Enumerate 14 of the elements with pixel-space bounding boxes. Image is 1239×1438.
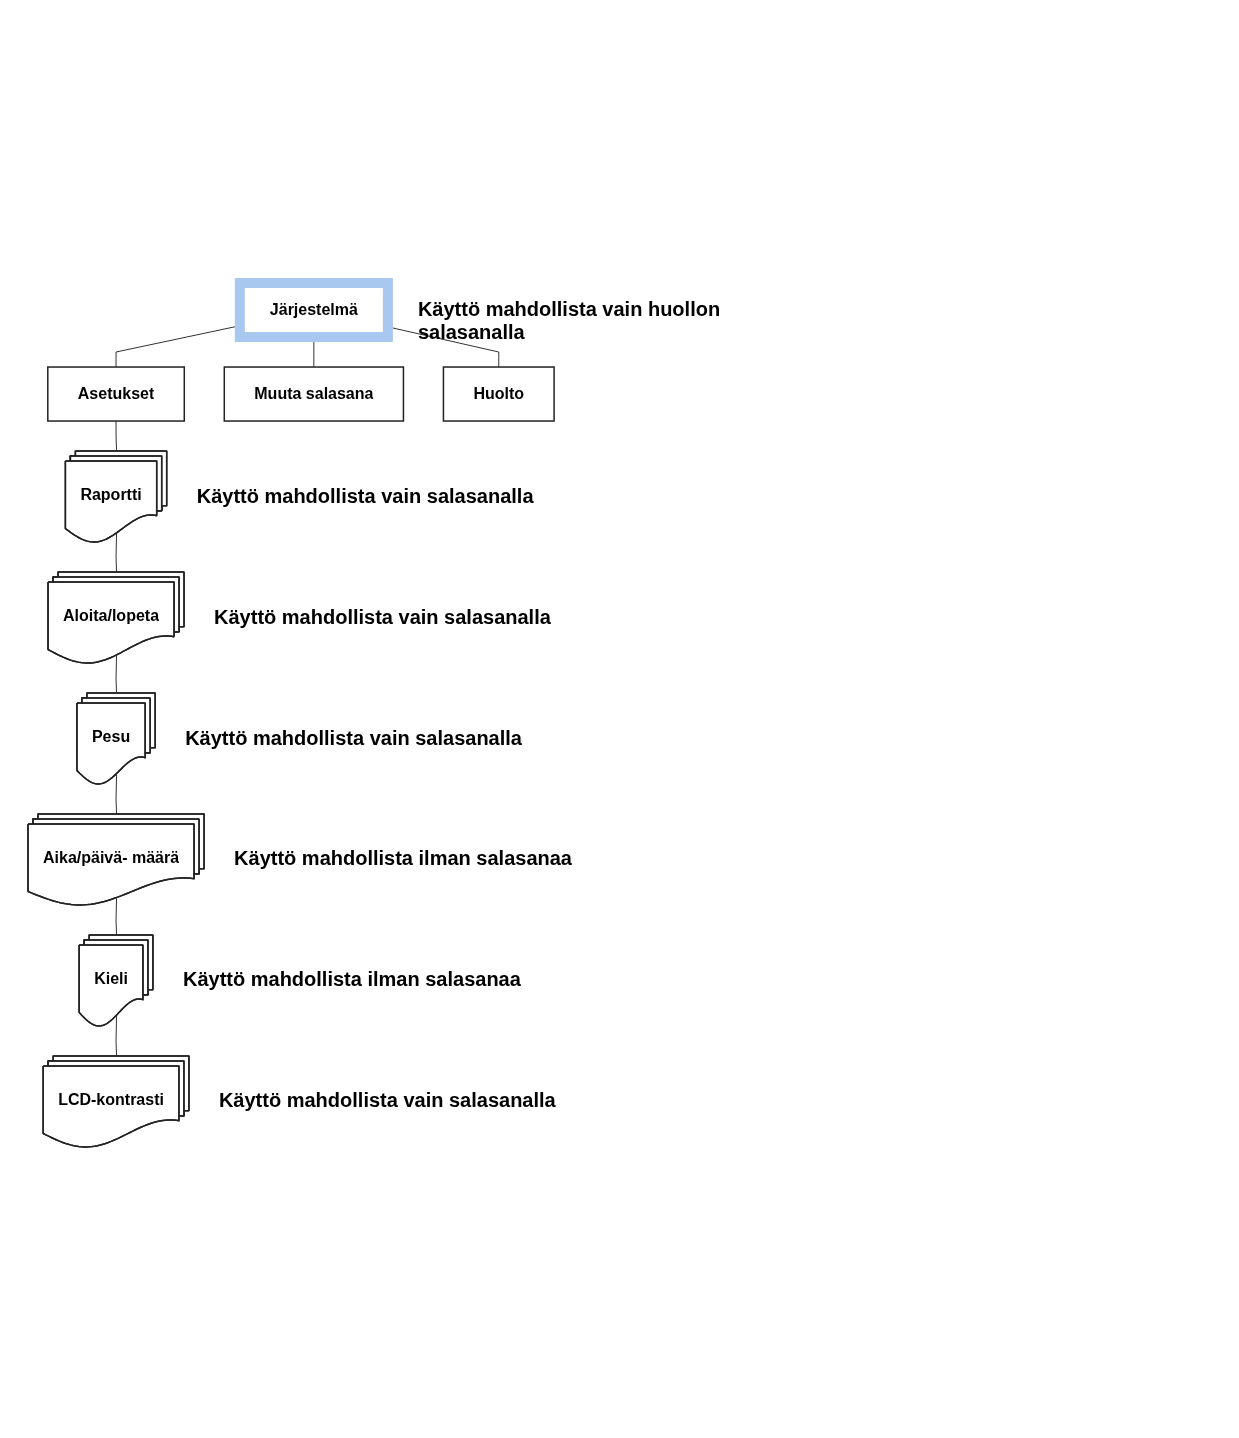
note-text: Käyttö mahdollista vain salasanalla [218,1089,557,1113]
note-text: Käyttö mahdollista vain salasanalla [185,726,523,750]
note-text: Käyttö mahdollista vain salasanalla [196,484,535,508]
node-box: Asetukset [47,366,186,422]
connector [115,533,118,573]
node-box: Huolto [442,366,555,422]
connector [115,655,118,694]
node-box: Järjestelmä [234,278,393,343]
node-box: Muuta salasana [223,366,405,422]
connector [115,774,118,815]
note-text: Käyttö mahdollista ilman salasanaa [234,847,573,871]
note-text: Käyttö mahdollista ilman salasanaa [182,968,522,992]
note-text: Käyttö mahdollista vain huollon salasanalla [417,298,722,344]
note-text: Käyttö mahdollista vain salasanalla [214,605,552,629]
